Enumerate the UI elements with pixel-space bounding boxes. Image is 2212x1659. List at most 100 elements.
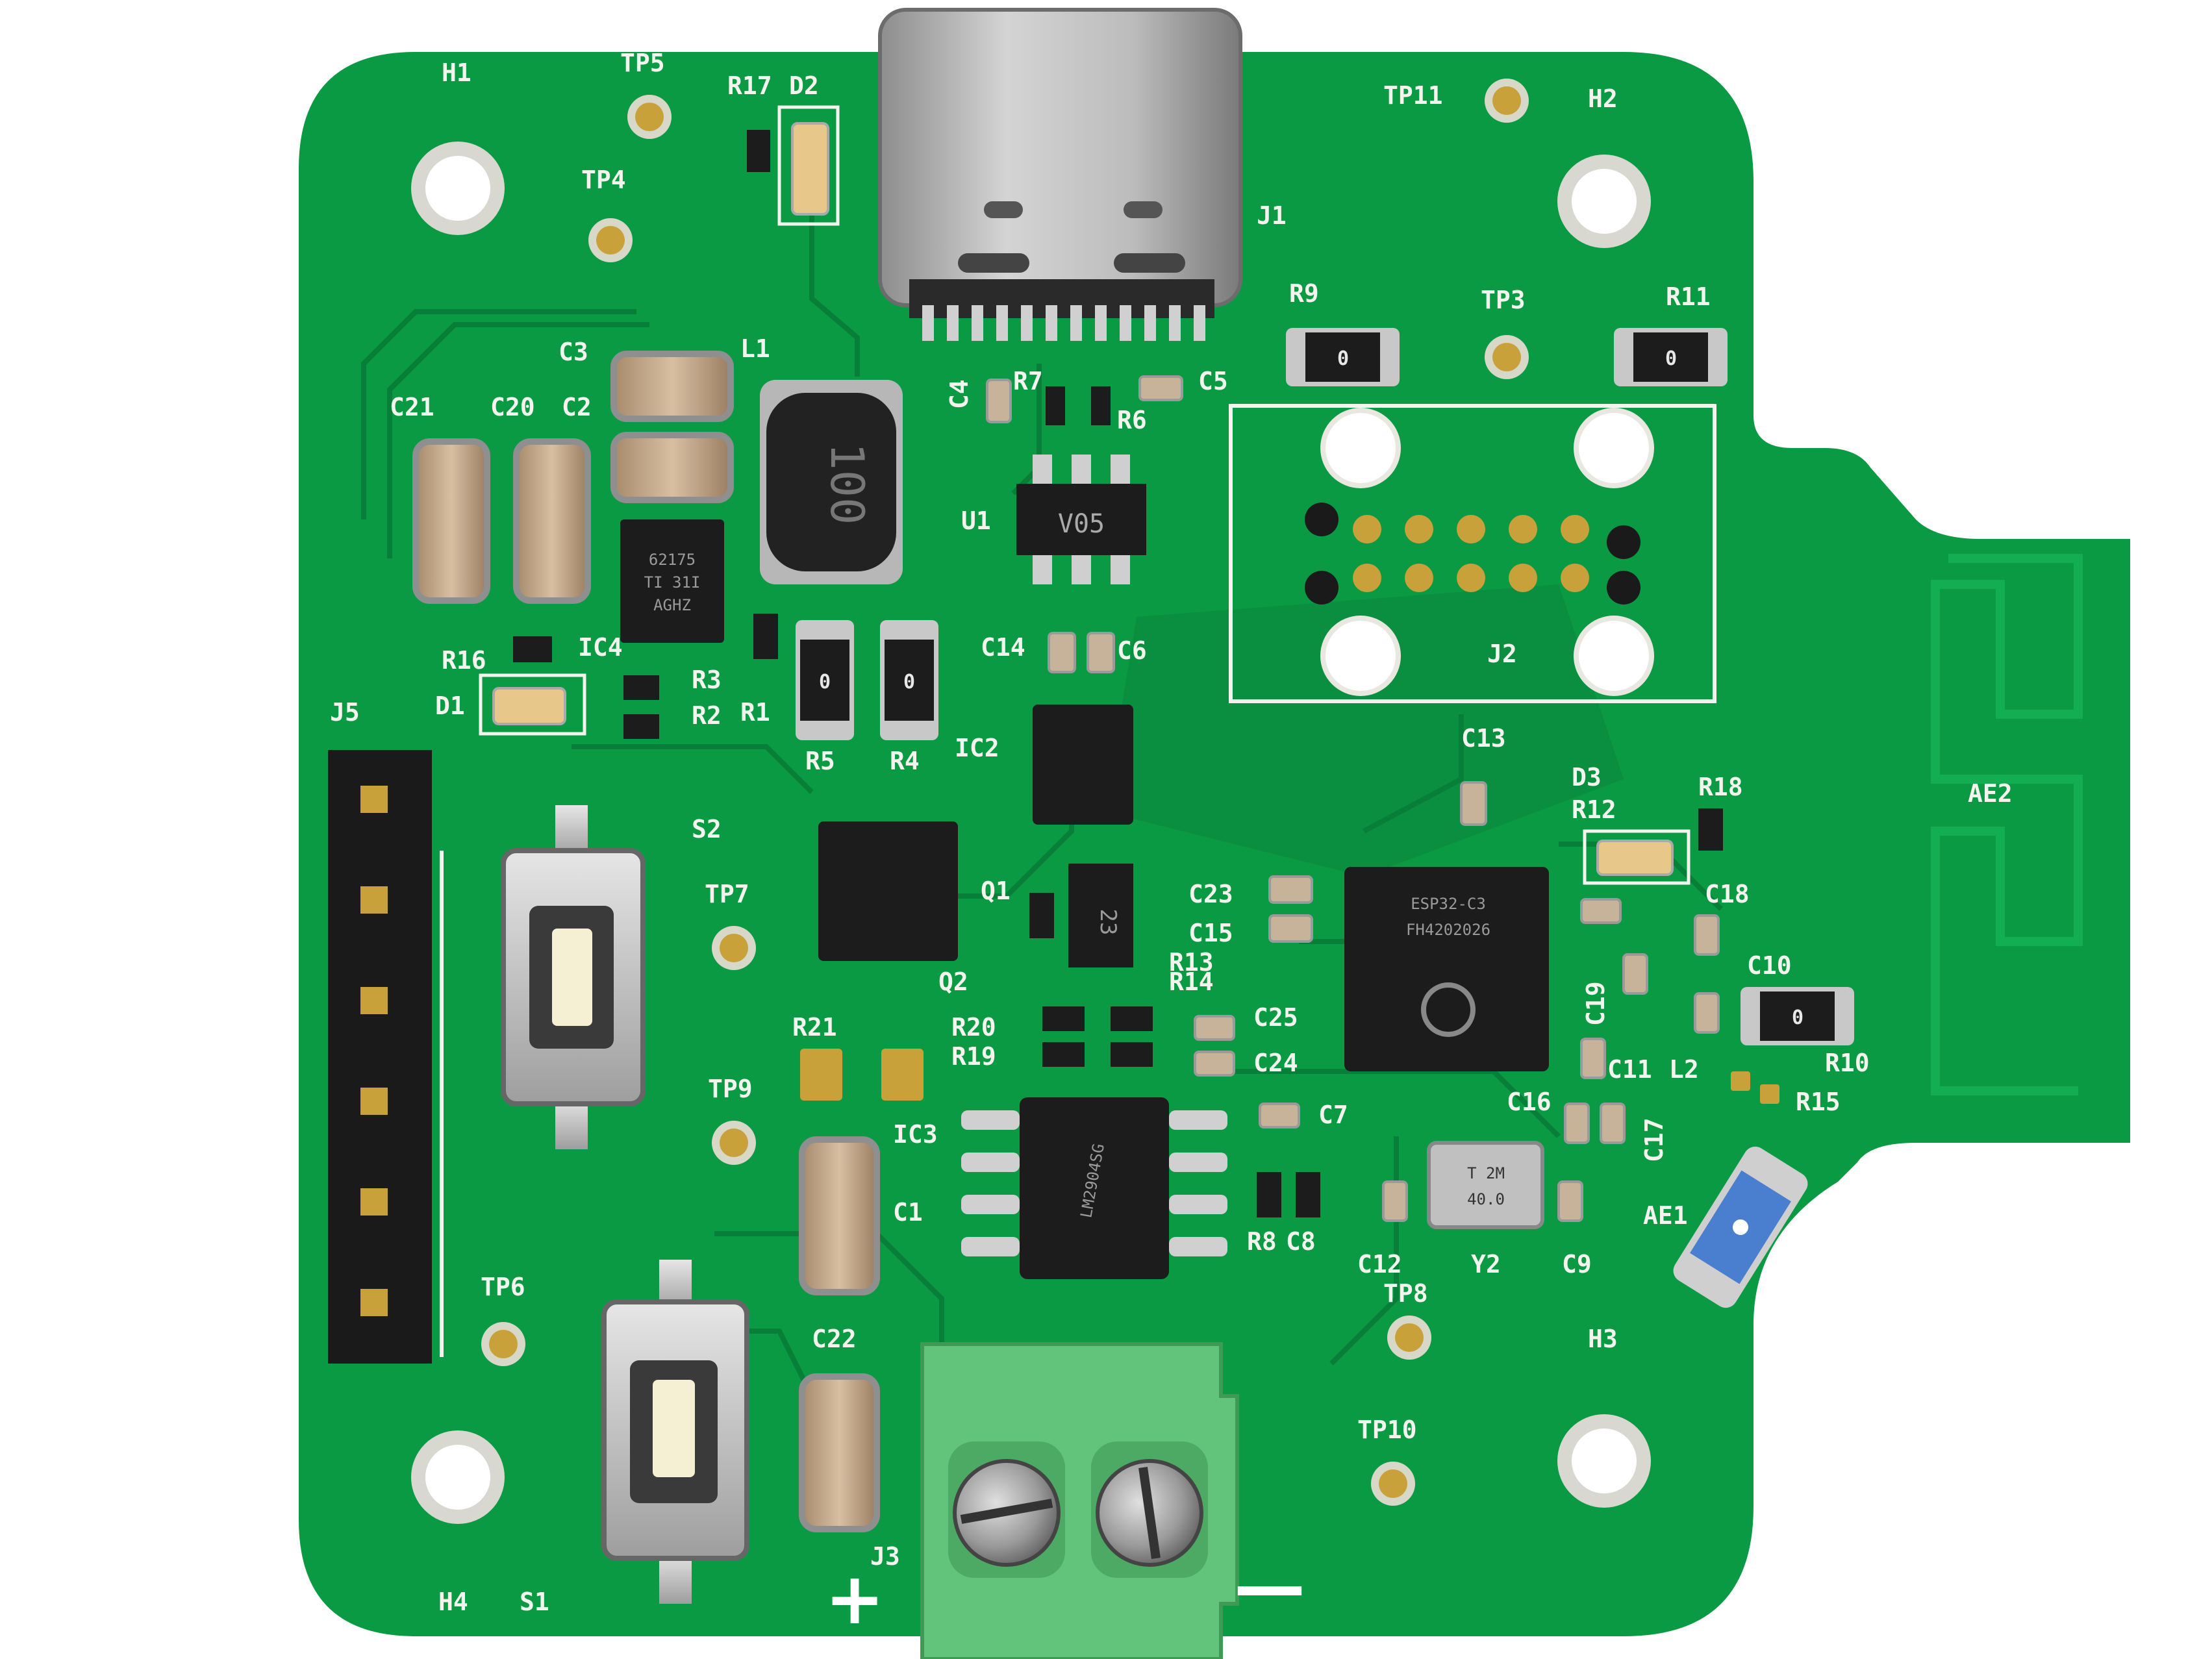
- inductor-l1: 100: [760, 380, 903, 584]
- r11-value: 0: [1665, 347, 1677, 370]
- antenna-ae2: [1931, 554, 2083, 1095]
- chip-esp32: ESP32-C3 FH4202026: [1344, 867, 1549, 1071]
- label-j3: J3: [870, 1542, 900, 1571]
- pcb-board: [299, 52, 2130, 1636]
- label-r13: R13: [1169, 948, 1214, 977]
- label-tp4: TP4: [581, 166, 626, 194]
- label-ic2: IC2: [955, 734, 999, 762]
- label-h4: H4: [438, 1588, 468, 1616]
- label-c20: C20: [490, 393, 535, 421]
- label-d3: D3: [1572, 763, 1602, 792]
- q1-marking: 23: [1095, 909, 1121, 936]
- label-ae1: AE1: [1643, 1201, 1688, 1230]
- label-c4: C4: [945, 379, 974, 409]
- crystal-y2: T 2M 40.0: [1427, 1141, 1544, 1229]
- usb-c-connector-j1: [878, 8, 1242, 341]
- label-r11: R11: [1666, 282, 1711, 311]
- espressif-logo-icon: [1421, 982, 1476, 1037]
- label-r5: R5: [805, 747, 835, 775]
- label-u1: U1: [961, 506, 991, 535]
- label-r1: R1: [740, 698, 770, 727]
- label-c18: C18: [1705, 880, 1750, 908]
- esp-marking-2: FH4202026: [1406, 921, 1490, 939]
- label-tp6: TP6: [481, 1273, 525, 1301]
- smd-small: [513, 130, 1779, 1222]
- antenna-ae1: [1673, 1146, 1808, 1308]
- label-tp5: TP5: [620, 49, 665, 77]
- label-r15: R15: [1796, 1088, 1841, 1116]
- chip-ic4: 62175 TI 31I AGHZ: [620, 519, 724, 643]
- label-r20: R20: [951, 1013, 996, 1042]
- label-c10: C10: [1747, 951, 1792, 980]
- label-c8: C8: [1286, 1227, 1316, 1256]
- label-r7: R7: [1013, 367, 1043, 395]
- r9-value: 0: [1337, 347, 1349, 370]
- label-c24: C24: [1253, 1049, 1298, 1077]
- label-c9: C9: [1562, 1250, 1592, 1279]
- label-s2: S2: [692, 815, 722, 843]
- label-r6: R6: [1117, 406, 1147, 434]
- label-r8: R8: [1247, 1227, 1277, 1256]
- label-c7: C7: [1318, 1101, 1348, 1129]
- label-c2: C2: [562, 393, 592, 421]
- label-q2: Q2: [938, 967, 968, 996]
- transistor-q2: [818, 821, 958, 961]
- label-j5: J5: [330, 698, 360, 727]
- label-c1: C1: [893, 1198, 923, 1227]
- crystal-marking-1: T 2M: [1467, 1164, 1505, 1182]
- label-minus: —: [1234, 1544, 1305, 1627]
- r5-value: 0: [819, 671, 831, 693]
- label-c14: C14: [981, 633, 1025, 662]
- pin-header-j5: [328, 750, 444, 1364]
- ic4-marking-3: AGHZ: [653, 596, 691, 614]
- label-h3: H3: [1588, 1325, 1618, 1353]
- label-s1: S1: [520, 1588, 549, 1616]
- label-c22: C22: [812, 1325, 857, 1353]
- esp-marking-1: ESP32-C3: [1411, 895, 1486, 913]
- label-r4: R4: [890, 747, 920, 775]
- chip-ic2: [1033, 705, 1133, 825]
- label-c6: C6: [1117, 636, 1147, 665]
- button-s1: [601, 1260, 749, 1604]
- label-d1: D1: [435, 692, 465, 720]
- label-r18: R18: [1698, 773, 1743, 801]
- terminal-block-j3: [920, 1342, 1239, 1659]
- label-r2: R2: [692, 701, 722, 730]
- label-ic4: IC4: [578, 633, 623, 662]
- label-c19: C19: [1581, 981, 1610, 1026]
- label-d2: D2: [789, 71, 819, 100]
- label-c11: C11: [1607, 1055, 1652, 1084]
- r10-value: 0: [1792, 1006, 1804, 1029]
- resistors-zero-ohm: 0 0 0 0 0: [796, 328, 1854, 1045]
- label-ic3: IC3: [893, 1120, 938, 1149]
- ic4-marking-2: TI 31I: [644, 573, 701, 592]
- label-j2: J2: [1487, 640, 1517, 668]
- label-q1: Q1: [981, 877, 1011, 905]
- chip-u1: V05: [1016, 455, 1146, 584]
- label-ae2: AE2: [1968, 779, 2013, 808]
- label-j1: J1: [1257, 201, 1287, 230]
- label-r16: R16: [442, 646, 486, 675]
- label-c23: C23: [1188, 880, 1233, 908]
- crystal-marking-2: 40.0: [1467, 1190, 1505, 1208]
- label-r17: R17: [727, 71, 772, 100]
- label-tp8: TP8: [1383, 1279, 1428, 1308]
- label-tp9: TP9: [708, 1075, 753, 1103]
- label-c15: C15: [1188, 919, 1233, 947]
- label-c13: C13: [1461, 724, 1506, 753]
- test-points: [481, 79, 1529, 1506]
- pads-r21: [800, 1049, 924, 1101]
- connector-j2: [1229, 404, 1716, 703]
- label-c25: C25: [1253, 1003, 1298, 1032]
- label-r19: R19: [951, 1042, 996, 1071]
- label-r14: R14: [1169, 967, 1214, 996]
- label-r12: R12: [1572, 795, 1616, 824]
- capacitors-large: [412, 351, 880, 1532]
- label-c17: C17: [1640, 1117, 1668, 1162]
- label-c5: C5: [1198, 367, 1228, 395]
- label-c3: C3: [559, 338, 588, 366]
- u1-marking: V05: [1058, 509, 1105, 539]
- label-tp3: TP3: [1481, 286, 1526, 314]
- label-r10: R10: [1825, 1049, 1870, 1077]
